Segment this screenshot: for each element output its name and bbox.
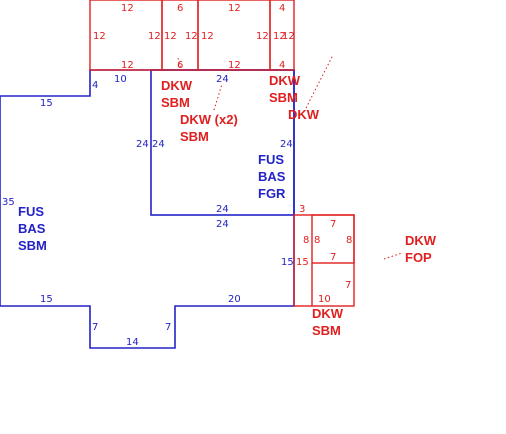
dim-top-d-left: 12 (273, 31, 286, 42)
dim-main-notch-bottom: 14 (126, 337, 139, 348)
leader-side-porch (383, 252, 403, 260)
dim-top-d-right: 12 (282, 31, 295, 42)
label-top-deck-left: DKW SBM (161, 78, 196, 110)
top-box-d (269, 0, 295, 71)
dim-top-a-bottom: 12 (121, 60, 134, 71)
dim-garage-right: 24 (280, 139, 293, 150)
dim-side-lower-left: 15 (296, 257, 309, 268)
dim-top-d-bottom: 4 (279, 60, 285, 71)
dim-side-lower-right: 7 (345, 280, 351, 291)
dim-top-a-top: 12 (121, 3, 134, 14)
dim-garage-left-inner: 24 (152, 139, 165, 150)
dim-side-box-bottom: 7 (330, 252, 336, 263)
leader-top-deck-mid (213, 83, 223, 111)
dim-garage-bottom-lower: 24 (216, 219, 229, 230)
dim-main-notch-left: 7 (92, 322, 98, 333)
dim-top-a-left: 12 (93, 31, 106, 42)
label-garage-area: FUS BAS FGR (258, 152, 289, 201)
dim-top-d-top: 4 (279, 3, 285, 14)
dim-main-step-vertical: 4 (92, 80, 98, 91)
dim-top-c-right: 12 (256, 31, 269, 42)
label-top-deck-right: DKW SBM (269, 73, 304, 105)
label-side-deck: DKW SBM (312, 306, 347, 338)
label-top-deck-mid: DKW (x2) SBM (180, 112, 241, 144)
label-top-deck-right-small: DKW (288, 107, 320, 122)
dim-side-box-left: 8 (303, 235, 309, 246)
dim-side-box-right: 8 (346, 235, 352, 246)
dim-garage-bottom-upper: 24 (216, 204, 229, 215)
dim-top-b-left: 12 (164, 31, 177, 42)
dim-garage-left-outer: 24 (136, 139, 149, 150)
dim-top-c-left: 12 (201, 31, 214, 42)
dim-main-notch-right: 7 (165, 322, 171, 333)
dim-side-corner: 3 (299, 204, 305, 215)
dim-top-c-top: 12 (228, 3, 241, 14)
dim-side-lower-bottom: 10 (318, 294, 331, 305)
label-side-porch: DKW FOP (405, 233, 440, 265)
dim-side-box-inner-left: 8 (314, 235, 320, 246)
dim-main-left-side: 35 (2, 197, 15, 208)
label-main-area: FUS BAS SBM (18, 204, 49, 253)
dim-main-bottom-right: 20 (228, 294, 241, 305)
dim-main-right-lower: 15 (281, 257, 294, 268)
leader-top-deck-right (305, 54, 334, 109)
dim-top-a-right: 12 (148, 31, 161, 42)
side-porch-box (311, 214, 355, 264)
dim-top-c-bottom: 12 (228, 60, 241, 71)
dim-main-left-bottom: 15 (40, 294, 53, 305)
dim-top-b-right: 12 (185, 31, 198, 42)
dim-main-left-top: 15 (40, 98, 53, 109)
dim-garage-top: 24 (216, 74, 229, 85)
dim-main-step-top: 10 (114, 74, 127, 85)
dim-side-box-top: 7 (330, 219, 336, 230)
dim-top-b-bottom: 6 (177, 60, 183, 71)
dim-top-b-top: 6 (177, 3, 183, 14)
